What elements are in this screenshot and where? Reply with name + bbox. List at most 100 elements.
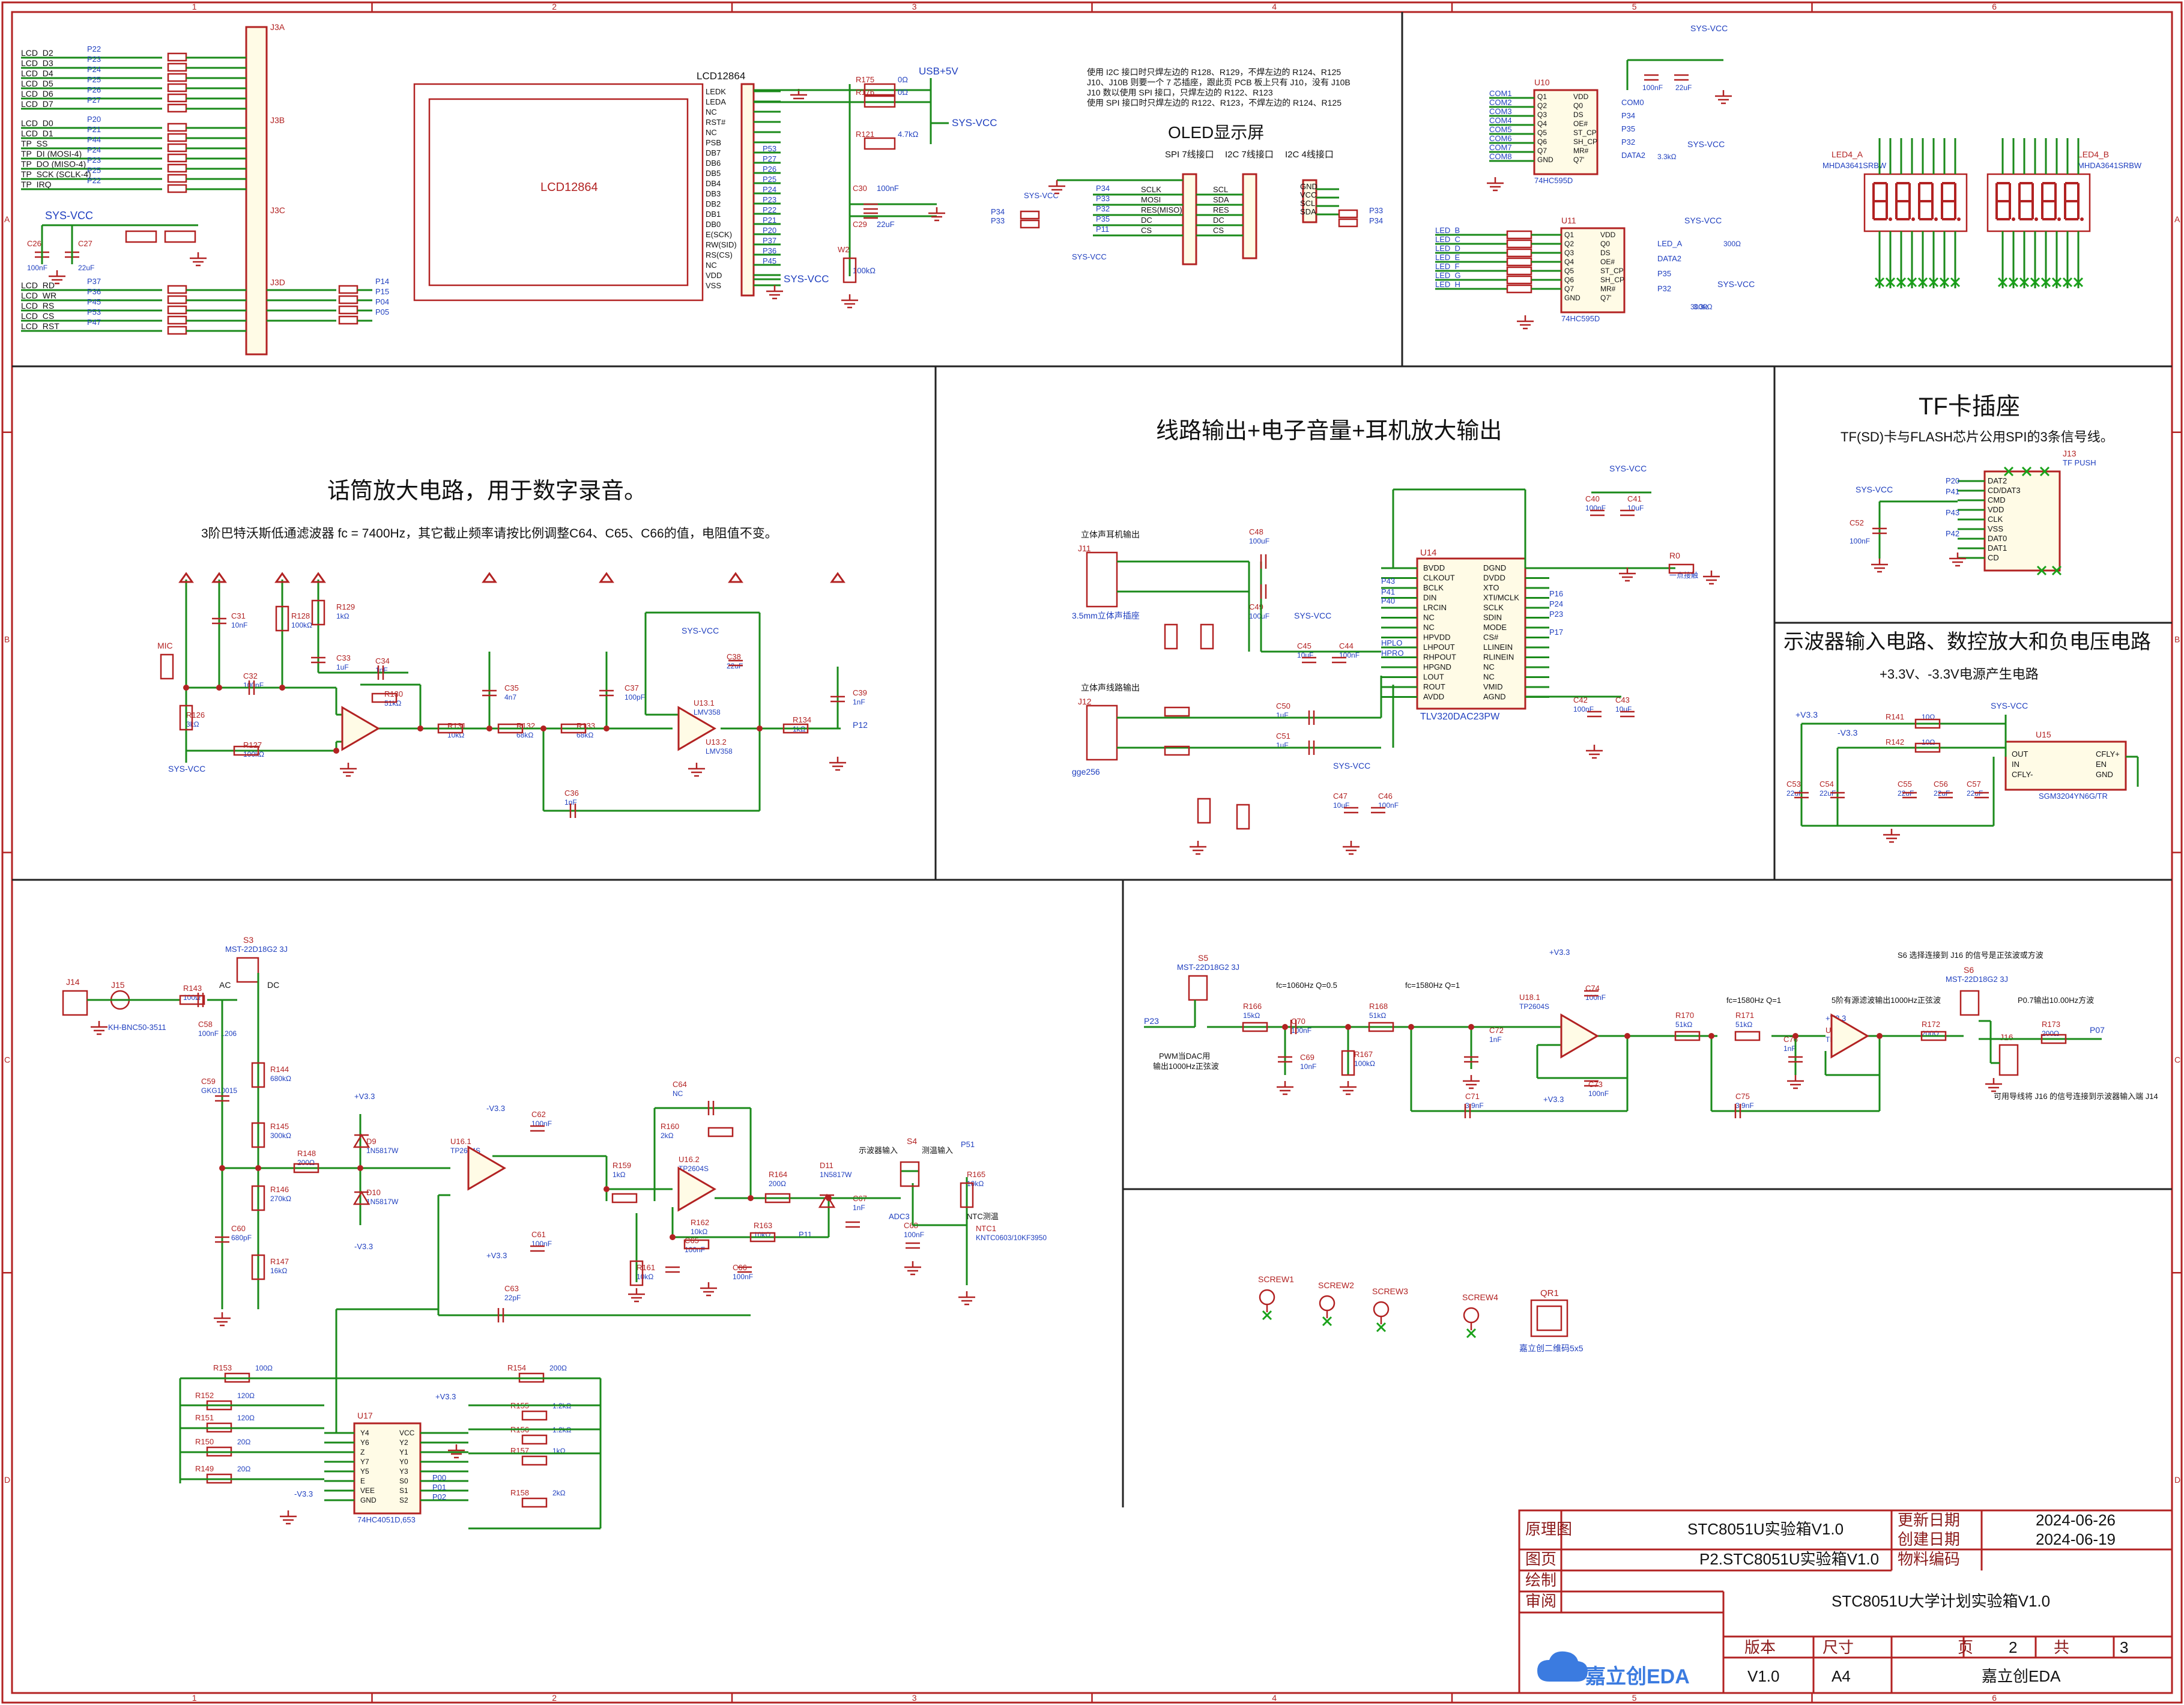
mic-part-val: 4n7: [504, 693, 516, 701]
led4a-body: [1863, 173, 1968, 232]
capacitor: [248, 680, 255, 695]
lcd-pin-label: VSS: [706, 281, 721, 290]
no-connect-mark: [2019, 277, 2030, 288]
junction: [357, 1165, 363, 1171]
resistor: [1914, 718, 1941, 729]
input-part-ref: D10: [366, 1188, 381, 1197]
mux-res-ref: R149: [195, 1464, 214, 1473]
capacitor: [864, 203, 878, 210]
no-connect-mark: [2073, 277, 2084, 288]
u17-pin-right: VCC: [399, 1429, 415, 1437]
tb-main-title: STC8051U大学计划实验箱V1.0: [1832, 1592, 2050, 1610]
p51-net: P51: [961, 1140, 975, 1149]
junction: [603, 725, 610, 731]
codec-net: P41: [1381, 587, 1395, 596]
lcd-line-label: TP_SS: [21, 139, 47, 148]
mic-part-ref: C33: [336, 653, 351, 662]
filter-part-val: 3.9nF: [1735, 1101, 1754, 1110]
resistor: [251, 1185, 265, 1211]
j10-pin: DC: [1141, 216, 1152, 225]
lcd-pin-label: E(SCK): [706, 230, 732, 239]
lcd-net-label: P36: [87, 287, 101, 296]
power-arrow: [599, 572, 614, 583]
input-part-ref: R145: [270, 1122, 289, 1131]
lcd-net-label: P45: [87, 297, 101, 306]
resistor: [521, 1434, 548, 1445]
j11-jack: [1086, 551, 1118, 608]
input-part-ref: R148: [297, 1149, 316, 1158]
input-part-ref: C61: [531, 1230, 546, 1239]
capacitor: [1590, 509, 1605, 516]
oled-net: P33: [1096, 194, 1110, 203]
u15-pin-right: GND: [2096, 770, 2113, 779]
lcd-pin-label: DB6: [706, 159, 721, 168]
capacitor: [1872, 527, 1887, 535]
input-part-ref: NTC1: [976, 1224, 996, 1233]
hc595-net: COM0: [1621, 98, 1644, 107]
capacitor: [1734, 1104, 1741, 1118]
resistor: [683, 1239, 710, 1250]
input-part-ref: D9: [366, 1137, 377, 1146]
tb-total-value: 3: [2120, 1638, 2128, 1656]
screw-symbol: [1319, 1295, 1336, 1312]
filter-part-ref: C69: [1300, 1053, 1314, 1062]
ac-label: AC: [219, 980, 231, 990]
input-part-ref: R161: [637, 1263, 655, 1272]
capacitor: [845, 1221, 860, 1228]
lcd-pin-net: P36: [763, 246, 776, 255]
u10-pin-right: OE#: [1573, 120, 1588, 128]
u10-pin-right: Q0: [1573, 101, 1583, 110]
oled-section: 使用 I2C 接口时只焊左边的 R128、R129，不焊左边的 R124、R12…: [991, 67, 1383, 265]
power-arrow: [274, 572, 290, 583]
resistor: [338, 305, 358, 315]
mic-sysvcc: SYS-VCC: [168, 764, 205, 774]
input-part-ref: C59: [201, 1077, 216, 1086]
u17-ref: U17: [357, 1411, 373, 1420]
hc595-sysvcc-3: SYS-VCC: [1687, 139, 1725, 149]
grid-row-left: B: [4, 635, 10, 644]
capacitor: [197, 993, 204, 1007]
oled-net-p33: P33: [991, 216, 1005, 225]
lcd-line-label: LCD_D0: [21, 118, 53, 128]
junction: [603, 1186, 610, 1192]
filter-part-ref: R172: [1922, 1020, 1940, 1029]
input-part-ref: C62: [531, 1110, 546, 1119]
resistor: [764, 1193, 791, 1204]
codec-pin-right: SDIN: [1483, 613, 1502, 622]
screw-ref: SCREW4: [1462, 1292, 1498, 1302]
input-part-val: TP2604S: [679, 1164, 709, 1173]
d11-diode: [818, 1193, 836, 1208]
resistor: [311, 599, 325, 626]
oled-sysvcc: SYS-VCC: [1024, 191, 1059, 200]
eda-logo: 嘉立创EDA: [1537, 1651, 1690, 1688]
filter-part-val: 1nF: [1783, 1044, 1796, 1053]
u16-2-opamp: [677, 1166, 716, 1212]
u15-pin-left: IN: [2012, 760, 2019, 769]
lcd-line-label: LCD_D1: [21, 129, 53, 138]
com-net: COM1: [1489, 89, 1512, 98]
u11-pin-left: Q5: [1564, 267, 1574, 275]
no-connect-mark: [1997, 277, 2008, 288]
j10-pin: MOSI: [1141, 195, 1161, 204]
mic-part-ref: C39: [853, 688, 867, 697]
u10-pin-left: Q4: [1537, 120, 1547, 128]
hc595-val: 3.3kΩ: [1657, 153, 1677, 161]
tf-socket: [1983, 470, 2061, 572]
no-connect-mark: [2051, 277, 2062, 288]
input-part-val: 300kΩ: [270, 1131, 291, 1140]
input-part-ref: C60: [231, 1224, 246, 1233]
resistor: [1506, 266, 1532, 276]
tf-section: TF卡插座 TF(SD)卡与FLASH芯片公用SPI的3条信号线。 J13TF …: [1841, 393, 2114, 576]
rnet-val: 100nF: [877, 184, 899, 193]
resistor: [179, 704, 193, 731]
mic-subtitle: 3阶巴特沃斯低通滤波器 fc = 7400Hz，其它截止频率请按比例调整C64、…: [201, 527, 778, 541]
mic-part-val: 100kΩ: [291, 621, 312, 629]
resistor: [782, 723, 809, 734]
rnet-val: 0Ω: [898, 88, 908, 97]
resistor: [167, 285, 187, 294]
u10-pin-right: ST_CP: [1573, 129, 1597, 137]
oled-lines: SCLKP34MOSIP33RES(MISO)P32DCP35CSP11SCLS…: [991, 179, 1383, 261]
